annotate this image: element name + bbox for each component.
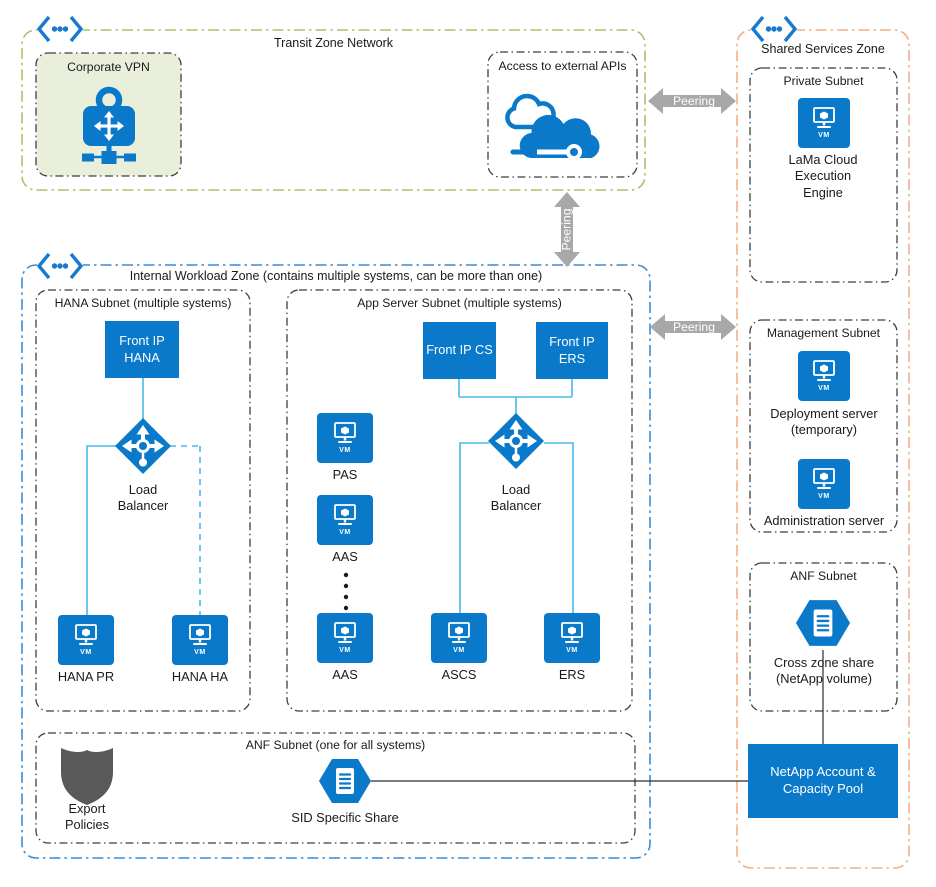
private-subnet-border [749,67,898,283]
vm-icon-ascs: VM [431,613,487,663]
aas2-label: AAS [332,667,358,682]
vm-monitor-icon [448,622,470,643]
connector-frontips-lb [458,379,573,414]
anf-subnet-right-border [749,562,898,712]
front-ip-ers-box: Front IP ERS [536,322,608,379]
vm-icon-hana-ha: VM [172,615,228,665]
vm-icon-text: VM [818,132,830,139]
corporate-vpn-label: Corporate VPN [67,60,150,74]
vm-icon-text: VM [566,647,578,654]
vm-icon-text: VM [339,447,351,454]
vm-monitor-icon [813,468,835,489]
vm-icon-administration: VM [798,459,850,509]
vm-icon-aas1: VM [317,495,373,545]
ascs-label: ASCS [441,667,477,682]
cloud-services-icon [505,93,600,160]
connector-lb-hanaha-dashed [170,445,201,616]
transit-zone-border [21,29,646,191]
anf-subnet-bottom-title: ANF Subnet (one for all systems) [245,738,426,752]
vm-icon-lama: VM [798,98,850,148]
export-policies-shield-icon [61,748,113,805]
load-balancer-icon-hana [113,416,173,476]
vm-icon-text: VM [818,385,830,392]
vm-icon-text: VM [339,529,351,536]
vm-icon-ers: VM [544,613,600,663]
deployment-server-label: Deployment server (temporary) [770,406,878,438]
management-subnet-border [749,319,898,533]
vnet-icon-internal [37,252,83,280]
vnet-icon-shared [751,15,797,43]
load-balancer-label-hana: Load Balancer [117,482,169,514]
vnet-icon-transit [37,15,83,43]
front-ip-cs-box: Front IP CS [423,322,496,379]
app-subnet-border [286,289,633,712]
anf-subnet-right-title: ANF Subnet [790,569,857,583]
internal-zone-border [21,264,651,859]
load-balancer-label-app: Load Balancer [490,482,542,514]
anf-subnet-bottom-border [35,732,636,844]
connector-lb-hanapr [86,445,116,616]
vm-icon-text: VM [453,647,465,654]
vm-icon-aas2: VM [317,613,373,663]
vm-monitor-icon [813,360,835,381]
management-subnet-title: Management Subnet [766,326,881,340]
vm-monitor-icon [189,624,211,645]
sid-share-label: SID Specific Share [291,810,399,825]
vm-monitor-icon [561,622,583,643]
hana-subnet-border [35,289,251,712]
vm-icon-text: VM [194,649,206,656]
ellipsis-dots [343,572,349,611]
aas1-label: AAS [332,549,358,564]
ers-label: ERS [558,667,586,682]
peering-label-middle: Peering [672,320,715,334]
private-subnet-title: Private Subnet [783,74,864,88]
lama-label: LaMa Cloud Execution Engine [788,152,858,200]
front-ip-hana-box: Front IP HANA [105,321,179,378]
hana-subnet-title: HANA Subnet (multiple systems) [54,296,232,310]
sid-share-icon [317,757,373,805]
hana-pr-label: HANA PR [57,669,115,684]
peering-arrow-middle [650,314,736,340]
vm-icon-text: VM [339,647,351,654]
vm-icon-pas: VM [317,413,373,463]
peering-label-top: Peering [672,94,715,108]
pas-label: PAS [332,467,358,482]
shared-zone-title: Shared Services Zone [761,42,885,56]
load-balancer-icon-app [486,411,546,471]
shared-zone-border [736,29,910,869]
vm-icon-deployment: VM [798,351,850,401]
peering-label-vertical: Peering [559,208,574,251]
transit-zone-title: Transit Zone Network [273,36,394,50]
vm-monitor-icon [334,622,356,643]
connector-lb-ascs [459,442,489,614]
cross-zone-share-label: Cross zone share (NetApp volume) [773,655,875,687]
vm-monitor-icon [334,422,356,443]
vm-icon-hana-pr: VM [58,615,114,665]
export-policies-label: Export Policies [64,801,110,833]
app-subnet-title: App Server Subnet (multiple systems) [357,296,562,310]
netapp-account-box: NetApp Account & Capacity Pool [748,744,898,818]
peering-arrow-top [648,88,736,114]
vm-monitor-icon [334,504,356,525]
vpn-gateway-icon [82,86,136,164]
connector-lines [86,378,574,616]
cross-zone-share-icon [794,598,852,648]
vm-monitor-icon [75,624,97,645]
peering-arrow-vertical [554,192,580,267]
administration-server-label: Administration server [763,513,885,528]
vm-icon-text: VM [80,649,92,656]
connector-lb-ers [544,442,574,614]
vm-monitor-icon [813,107,835,128]
external-apis-label: Access to external APIs [498,59,627,73]
hana-ha-label: HANA HA [171,669,229,684]
internal-zone-title: Internal Workload Zone (contains multipl… [129,269,543,283]
vm-icon-text: VM [818,493,830,500]
